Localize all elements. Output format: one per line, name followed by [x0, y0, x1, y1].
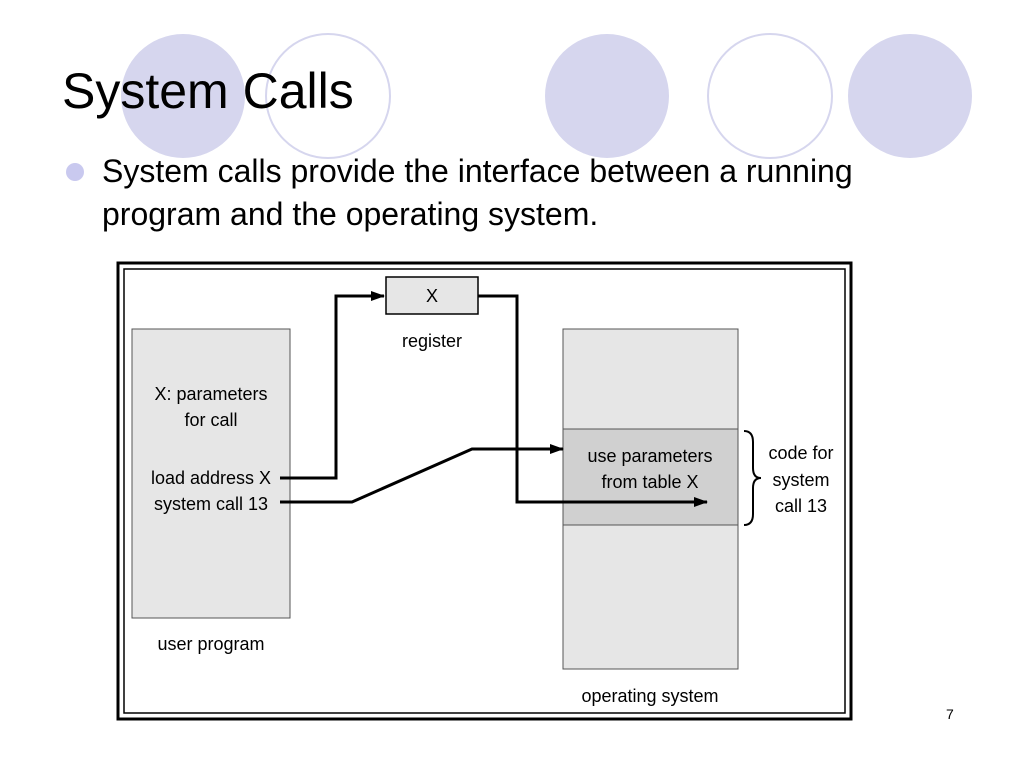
diagram-inner-frame	[123, 268, 846, 714]
user-program-line1: X: parameters	[154, 384, 267, 404]
user-program-label: user program	[157, 634, 264, 654]
slide-number: 7	[946, 706, 954, 722]
syscall-code-region	[562, 428, 739, 526]
filled-circle	[848, 34, 972, 158]
register-value: X	[426, 286, 438, 306]
system-call-text: system call 13	[154, 494, 268, 514]
load-address-text: load address X	[151, 468, 271, 488]
brace-note-line1: code for	[768, 443, 833, 463]
filled-circle	[545, 34, 669, 158]
os-code-line1: use parameters	[587, 446, 712, 466]
bullet-icon	[66, 163, 84, 181]
register-box	[385, 276, 479, 315]
user-program-box	[131, 328, 291, 619]
brace-note-line2: system	[772, 470, 829, 490]
decorative-circles	[121, 33, 972, 159]
load-address-arrow	[280, 291, 385, 480]
outline-circle	[265, 33, 391, 159]
filled-circle	[121, 34, 245, 158]
operating-system-label: operating system	[581, 686, 718, 706]
register-to-table-arrow	[478, 294, 708, 507]
bullet-text: System calls provide the interface betwe…	[102, 153, 853, 232]
brace-note-line3: call 13	[775, 496, 827, 516]
slide-title: System Calls	[62, 63, 354, 119]
brace-icon	[743, 430, 762, 526]
user-program-line2: for call	[184, 410, 237, 430]
os-code-line2: from table X	[601, 472, 698, 492]
register-label: register	[402, 331, 462, 351]
outline-circle	[707, 33, 833, 159]
